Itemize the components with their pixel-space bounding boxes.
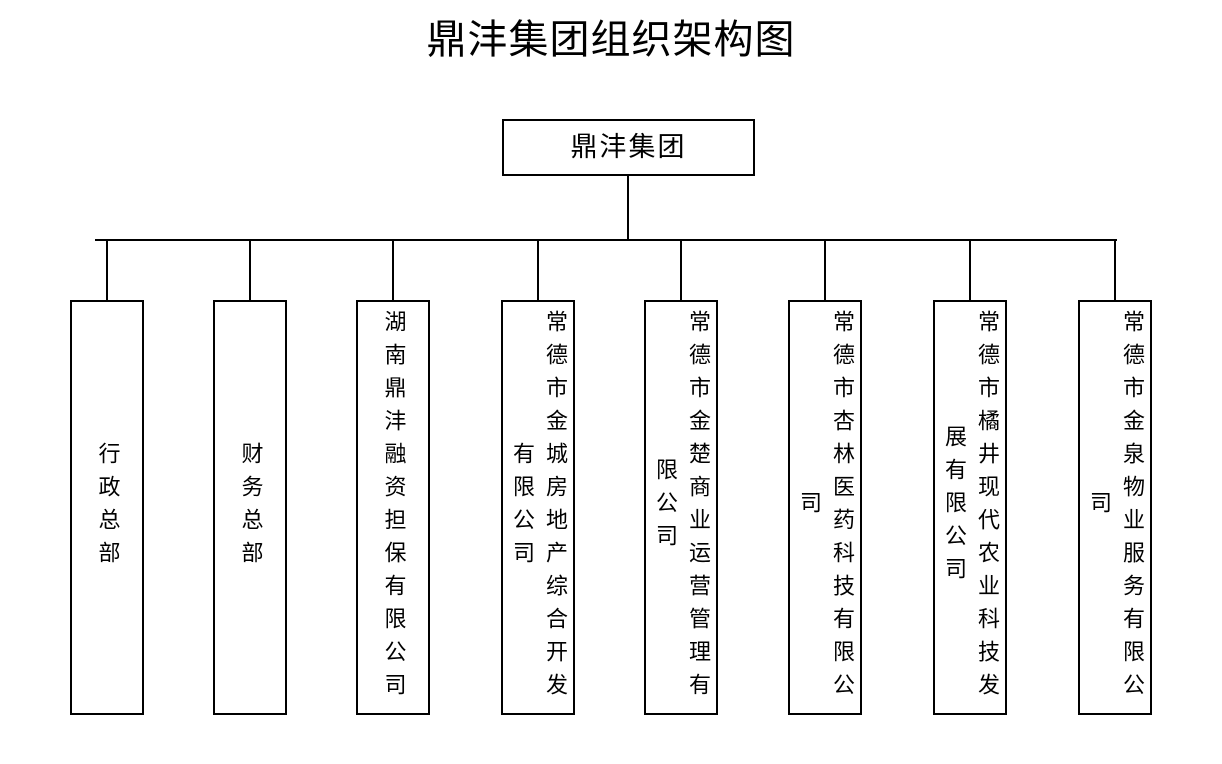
connector-drop-4 — [537, 240, 539, 300]
org-node-5-label: 常德市金楚商业运营管理有限公司 — [652, 309, 710, 706]
connector-drop-5 — [680, 240, 682, 300]
page-title: 鼎沣集团组织架构图 — [426, 17, 796, 63]
connector-drop-1 — [106, 240, 108, 300]
org-node-6-label: 常德市杏林医药科技有限公司 — [796, 309, 854, 706]
org-node-3[interactable]: 湖南鼎沣融资担保有限公司 — [356, 300, 430, 715]
connector-root-drop — [627, 176, 629, 240]
connector-drop-2 — [249, 240, 251, 300]
connector-drop-6 — [824, 240, 826, 300]
org-node-4-label: 常德市金城房地产综合开发有限公司 — [509, 309, 567, 706]
connector-horizontal-bus — [95, 239, 1117, 241]
org-node-root[interactable]: 鼎沣集团 — [502, 119, 755, 176]
org-node-8-label: 常德市金泉物业服务有限公司 — [1086, 309, 1144, 706]
connector-drop-7 — [969, 240, 971, 300]
org-node-1-label: 行政总部 — [94, 441, 120, 574]
org-node-7[interactable]: 常德市橘井现代农业科技发展有限公司 — [933, 300, 1007, 715]
connector-drop-3 — [392, 240, 394, 300]
org-node-6[interactable]: 常德市杏林医药科技有限公司 — [788, 300, 862, 715]
org-node-3-label: 湖南鼎沣融资担保有限公司 — [380, 309, 406, 706]
org-node-5[interactable]: 常德市金楚商业运营管理有限公司 — [644, 300, 718, 715]
org-node-1[interactable]: 行政总部 — [70, 300, 144, 715]
org-node-8[interactable]: 常德市金泉物业服务有限公司 — [1078, 300, 1152, 715]
org-node-2-label: 财务总部 — [237, 441, 263, 574]
connector-drop-8 — [1114, 240, 1116, 300]
org-node-7-label: 常德市橘井现代农业科技发展有限公司 — [941, 309, 999, 706]
org-node-root-label: 鼎沣集团 — [570, 131, 687, 163]
org-node-2[interactable]: 财务总部 — [213, 300, 287, 715]
org-node-4[interactable]: 常德市金城房地产综合开发有限公司 — [501, 300, 575, 715]
